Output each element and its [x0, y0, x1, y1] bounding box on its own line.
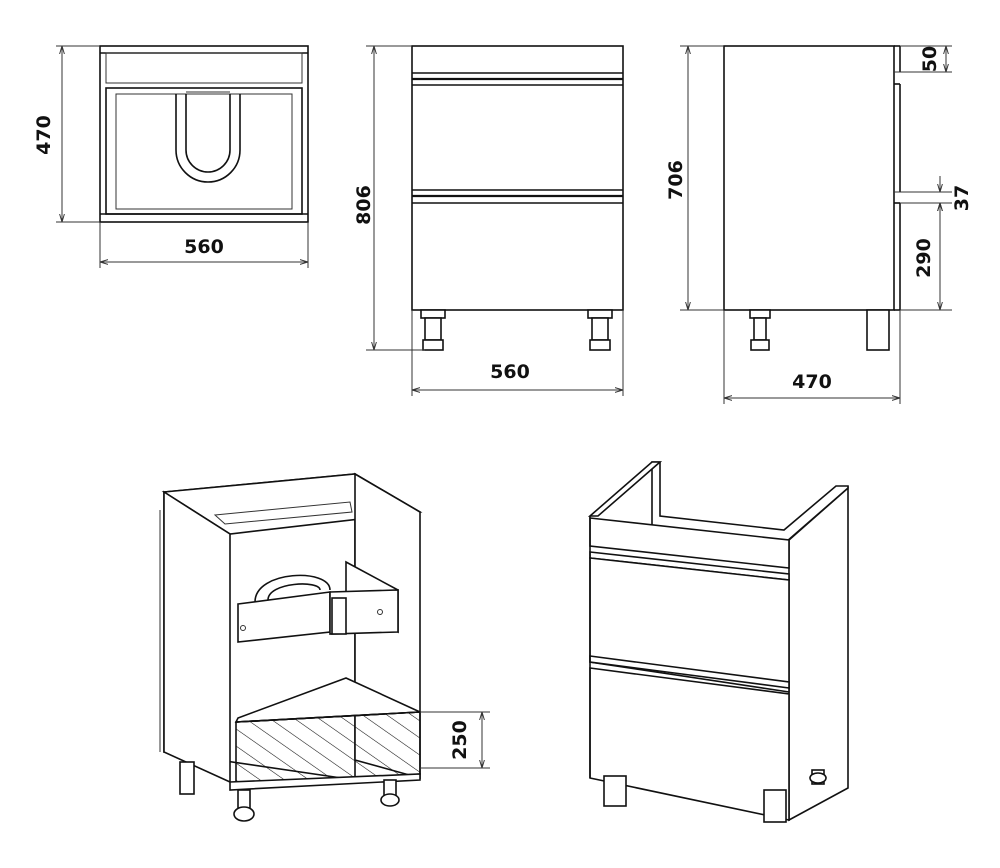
- side-handle-gap-label: 37: [951, 185, 973, 211]
- top-width-label: 560: [184, 236, 224, 258]
- iso-toe-height-label: 250: [449, 720, 471, 760]
- open-cabinet-iso: 250: [159, 472, 490, 822]
- front-view: 806 560: [353, 45, 624, 396]
- side-view: 706 470 50 37 290: [665, 45, 973, 404]
- top-view: 470 560: [33, 45, 309, 268]
- front-width-label: 560: [490, 361, 530, 383]
- side-depth-label: 470: [792, 371, 832, 393]
- closed-cabinet-iso: [587, 461, 849, 823]
- front-height-label: 806: [353, 185, 375, 225]
- side-height-label: 706: [665, 160, 687, 200]
- side-top-gap-label: 50: [919, 46, 941, 72]
- top-depth-label: 470: [33, 115, 55, 155]
- side-lower-front-label: 290: [913, 238, 935, 278]
